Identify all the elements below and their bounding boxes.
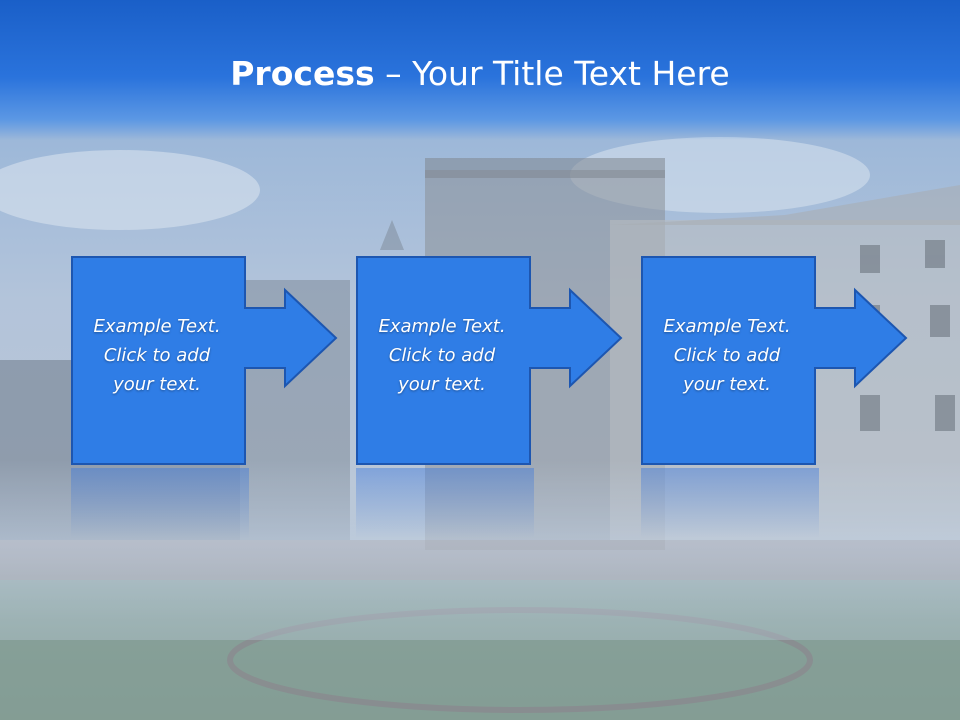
step-3-line-3: your text. — [683, 374, 771, 395]
title-banner — [0, 0, 960, 140]
step-1-line-3: your text. — [113, 374, 201, 395]
step-1-arrow-box-shape — [71, 256, 338, 465]
process-step-1[interactable]: Example Text. Click to add your text. — [71, 256, 341, 466]
ground-fog-overlay — [0, 460, 960, 640]
step-2-line-1: Example Text. — [378, 316, 506, 337]
title-bold-part: Process — [230, 54, 375, 93]
step-2-reflection — [356, 468, 534, 538]
step-2-text: Example Text. Click to add your text. — [356, 312, 528, 399]
step-3-line-1: Example Text. — [663, 316, 791, 337]
step-2-line-3: your text. — [398, 374, 486, 395]
step-3-line-2: Click to add — [673, 345, 781, 366]
step-1-reflection — [71, 468, 249, 538]
title-rest-part: – Your Title Text Here — [374, 54, 730, 93]
step-1-line-1: Example Text. — [93, 316, 221, 337]
process-step-2[interactable]: Example Text. Click to add your text. — [356, 256, 626, 466]
step-3-text: Example Text. Click to add your text. — [641, 312, 813, 399]
step-2-arrow-box-shape — [356, 256, 623, 465]
step-2-line-2: Click to add — [388, 345, 496, 366]
step-3-reflection — [641, 468, 819, 538]
step-3-arrow-box-shape — [641, 256, 908, 465]
slide-title[interactable]: Process – Your Title Text Here — [0, 50, 960, 98]
process-step-3[interactable]: Example Text. Click to add your text. — [641, 256, 911, 466]
step-1-line-2: Click to add — [103, 345, 211, 366]
step-1-text: Example Text. Click to add your text. — [71, 312, 243, 399]
